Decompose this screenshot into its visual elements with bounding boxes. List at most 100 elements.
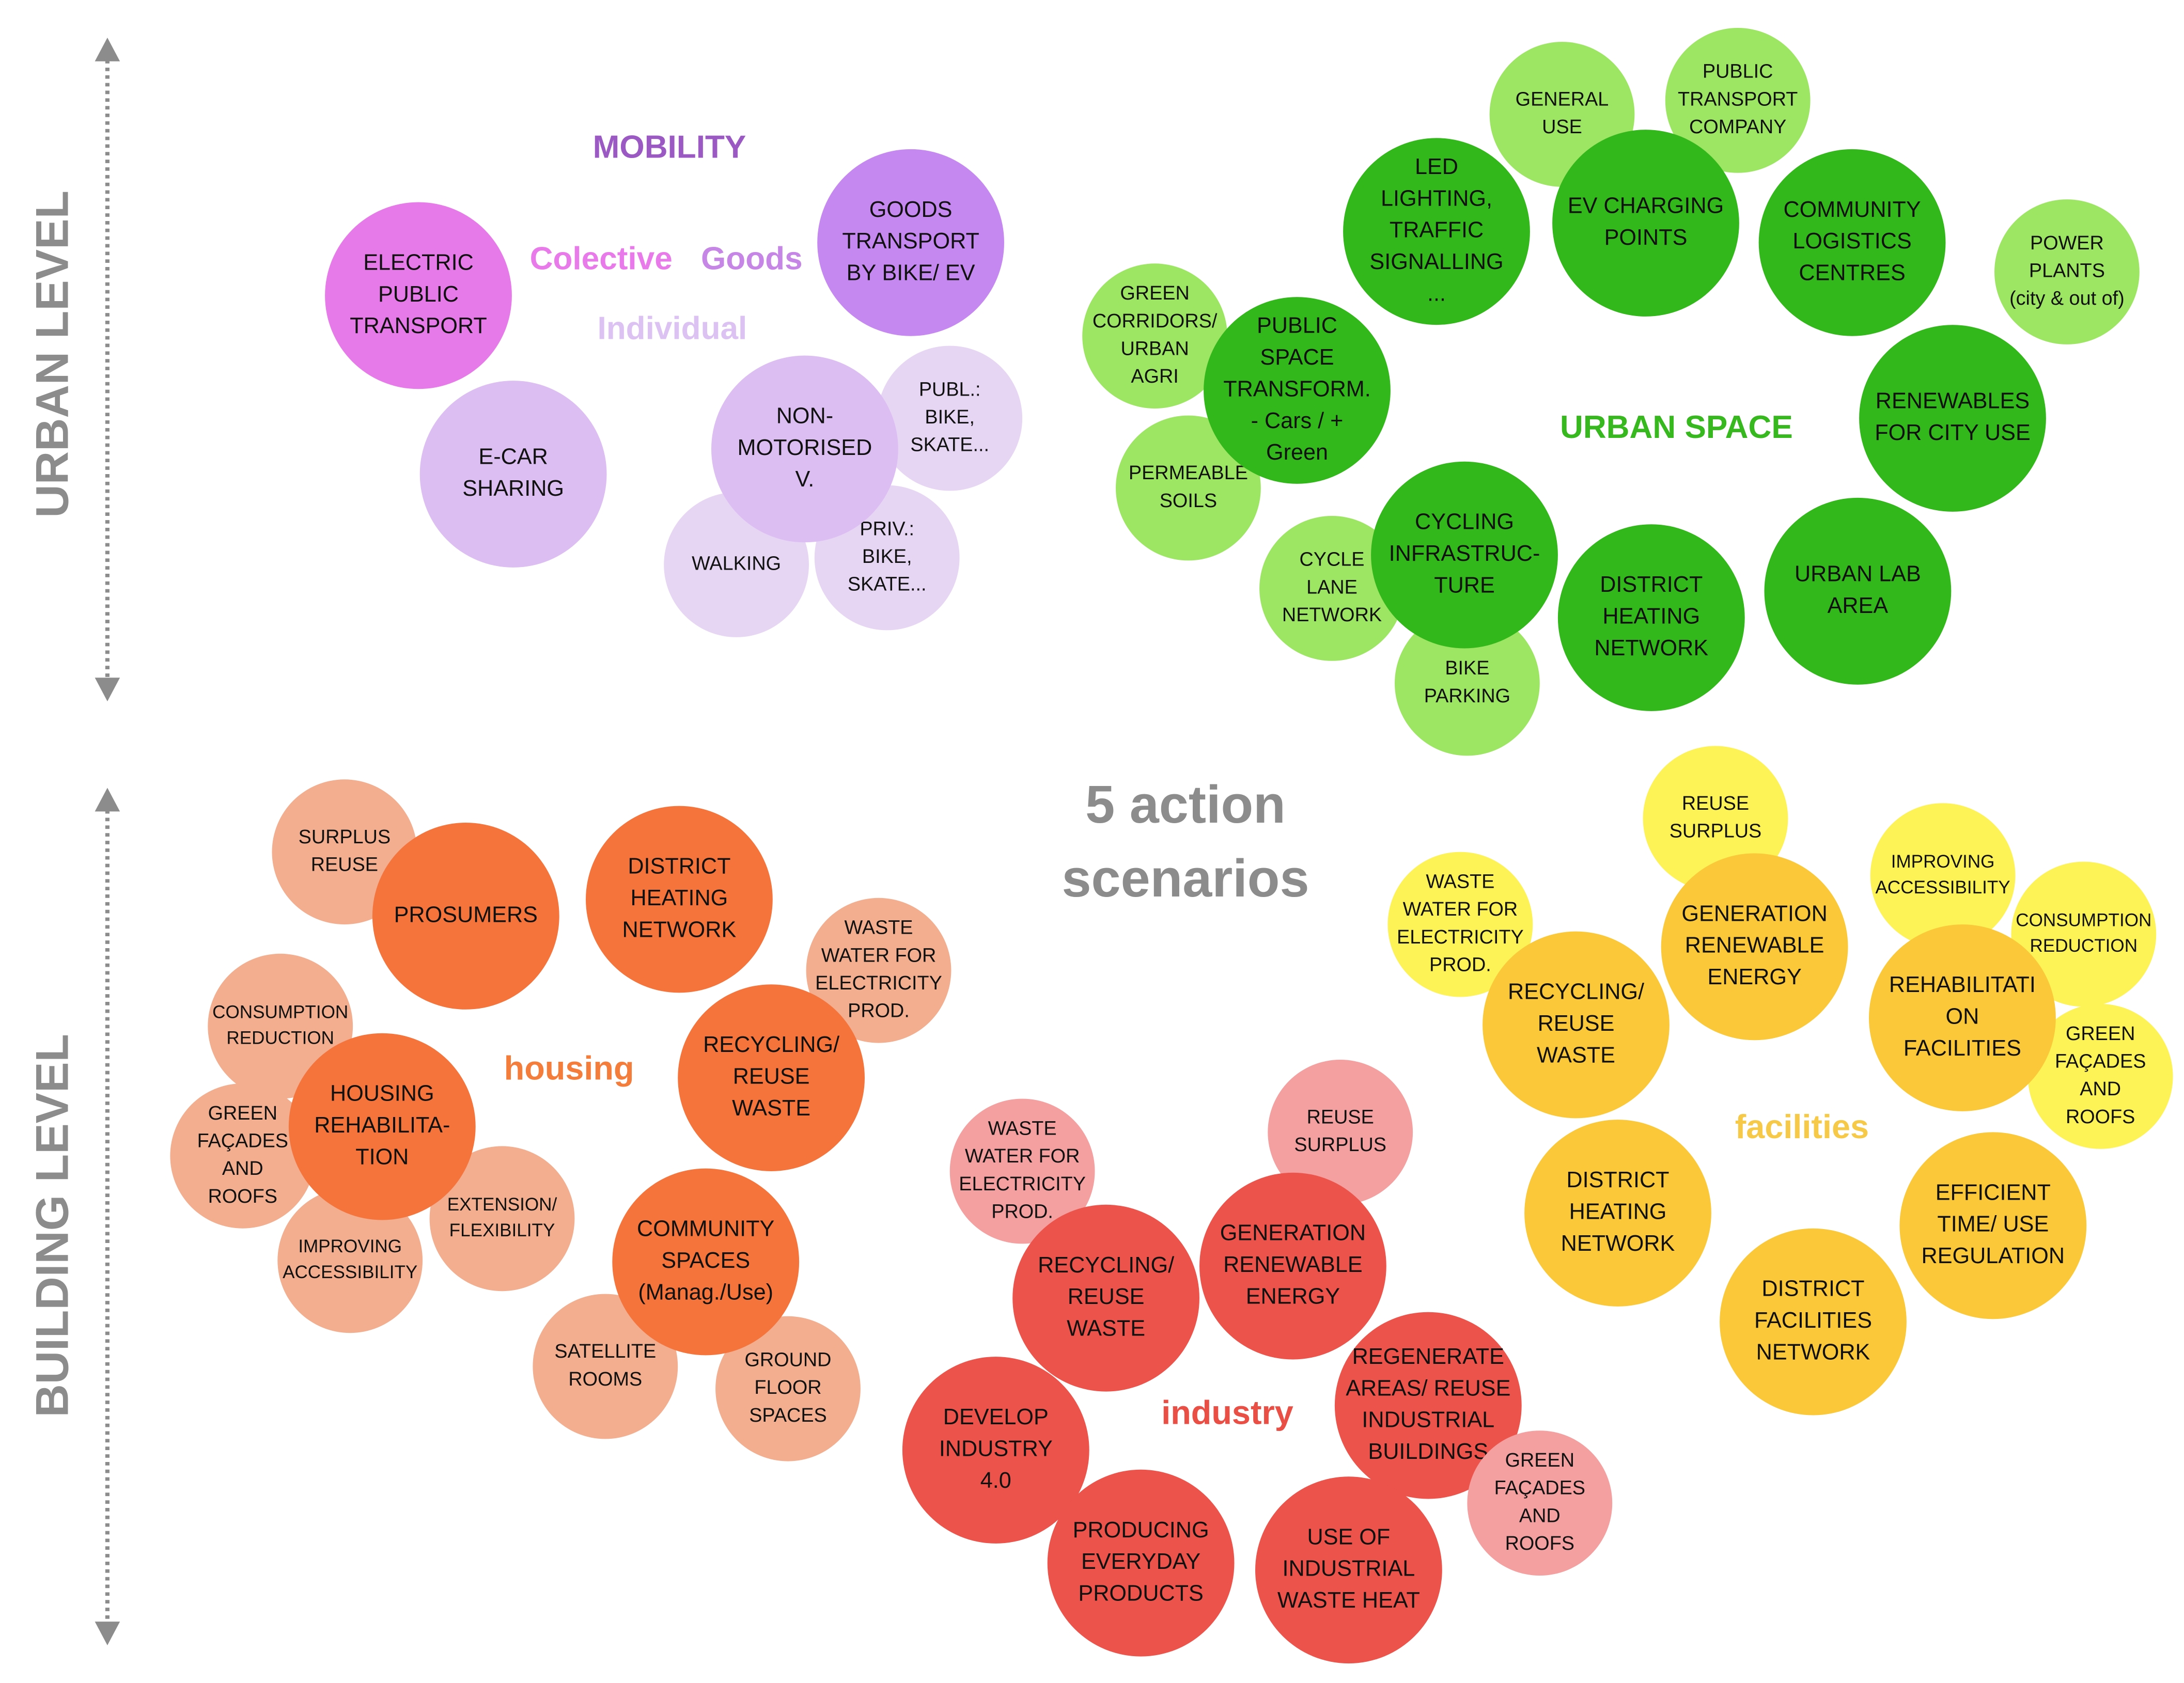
bubble-district-heating-h: DISTRICT HEATING NETWORK — [586, 806, 773, 993]
bubble-circle — [1204, 297, 1391, 484]
bubble-label-line: NON- — [776, 403, 833, 428]
bubble-circle — [1334, 1312, 1522, 1499]
bubble-label-line: GENERATION — [1220, 1221, 1366, 1246]
bubble-label-line: WATER FOR — [965, 1145, 1080, 1167]
bubble-label-line: REUSE — [733, 1064, 810, 1089]
bubble-circle — [586, 806, 773, 993]
bubble-circle — [817, 149, 1004, 336]
bubble-label-line: PROSUMERS — [394, 902, 538, 927]
bubble-circle — [372, 823, 559, 1010]
bubble-recycling-i: RECYCLING/REUSE WASTE — [1012, 1204, 1199, 1392]
bubble-label-line: FAÇADES — [1494, 1477, 1585, 1499]
bubble-label-line: REUSE — [311, 854, 378, 876]
bubble-label-line: WASTE — [1067, 1316, 1145, 1341]
bubble-label-line: IMPROVING — [1891, 852, 1995, 872]
bubble-label-line: URBAN — [1120, 338, 1189, 360]
bubble-label-line: ROOFS — [2066, 1106, 2135, 1128]
bubble-label-line: POWER — [2030, 232, 2104, 254]
bubble-circle — [1395, 610, 1540, 756]
bubble-label-line: LIGHTING, — [1381, 186, 1492, 211]
bubble-circle — [949, 1098, 1095, 1244]
urban-level-label: URBAN LEVEL — [26, 191, 78, 518]
group-title-individual: Individual — [598, 310, 747, 346]
bubble-label-line: RECYCLING/ — [703, 1032, 839, 1057]
bubble-circle — [429, 1146, 575, 1292]
bubble-label-line: REUSE — [1068, 1284, 1145, 1309]
bubble-label-line: USE — [1542, 116, 1582, 138]
bubble-consumption-reduction-f: CONSUMPTION REDUCTION — [2011, 861, 2157, 1007]
bubble-label-line: TRAFFIC — [1390, 218, 1484, 243]
building-level-label: BUILDING LEVEL — [26, 1034, 78, 1417]
bubble-circle — [1082, 263, 1228, 409]
bubble-label-line: WASTE — [1426, 871, 1494, 893]
bubble-label-line: FACILITIES — [1754, 1308, 1872, 1333]
bubble-label-line: EFFICIENT — [1936, 1180, 2051, 1205]
bubble-label-line: HEATING — [631, 886, 728, 910]
bubble-label-line: RECYCLING/ — [1038, 1253, 1174, 1278]
bubble-circle — [2027, 1003, 2173, 1149]
bubble-label-line: FLEXIBILITY — [449, 1220, 555, 1240]
bubble-circle — [1255, 1476, 1442, 1664]
bubble-label-line: REHABILITA- — [314, 1113, 450, 1138]
center-title-line: scenarios — [1062, 848, 1309, 908]
bubble-label-line: EV CHARGING — [1568, 194, 1724, 218]
bubble-circle — [1899, 1132, 2087, 1319]
bubble-circle — [1557, 524, 1745, 711]
bubble-label-line: GREEN — [208, 1103, 277, 1124]
bubble-label-line: INFRASTRUC- — [1389, 541, 1540, 566]
group-title-industry: industry — [1161, 1394, 1293, 1432]
bubble-label-line: PRODUCING — [1073, 1518, 1209, 1543]
bubble-label-line: TIME/ USE — [1937, 1212, 2049, 1237]
bubble-label-line: 4.0 — [980, 1468, 1011, 1493]
group-title-colective: Colective — [530, 241, 673, 276]
bubble-label-line: SOILS — [1160, 490, 1217, 512]
bubble-label-line: INDUSTRY — [939, 1436, 1053, 1461]
bubble-label-line: GOODS — [869, 197, 953, 222]
bubble-label-line: REUSE — [1538, 1011, 1615, 1036]
bubble-circle — [1268, 1060, 1413, 1205]
bubble-label-line: RENEWABLE — [1685, 933, 1824, 958]
bubble-circle — [877, 345, 1023, 491]
bubble-label-line: FACILITIES — [1904, 1036, 2021, 1061]
bubble-label-line: REHABILITATI — [1889, 972, 2036, 997]
bubble-label-line: CENTRES — [1799, 261, 1905, 286]
bubble-label-line: PUBLIC — [1257, 313, 1337, 338]
bubble-label-line: REDUCTION — [2030, 936, 2138, 956]
bubble-label-line: DISTRICT — [628, 854, 730, 879]
bubble-label-line: CYCLING — [1415, 510, 1514, 534]
bubble-label-line: LED — [1415, 154, 1458, 179]
bubble-label-line: ON — [1946, 1004, 1979, 1029]
bubble-label-line: CONSUMPTION — [2016, 910, 2151, 930]
bubble-label-line: SATELLITE — [554, 1341, 656, 1362]
bubble-label-line: ACCESSIBILITY — [283, 1262, 417, 1282]
bubble-label-line: GROUND — [745, 1349, 832, 1371]
bubble-circle — [1371, 461, 1558, 649]
bubble-label-line: - Cars / + — [1251, 408, 1344, 433]
bubble-circle — [1467, 1430, 1613, 1576]
bubble-label-line: PLANTS — [2029, 260, 2105, 281]
bubble-circle — [419, 381, 607, 568]
bubble-label-line: EVERYDAY — [1081, 1549, 1200, 1574]
bubble-label-line: ENERGY — [1707, 965, 1801, 989]
bubble-label-line: TION — [355, 1144, 409, 1169]
bubble-label-line: V. — [795, 467, 814, 492]
bubble-label-line: NETWORK — [622, 917, 737, 942]
center-title-line: 5 action — [1085, 775, 1286, 834]
bubble-label-line: SURPLUS — [1670, 821, 1762, 842]
bubble-circle — [1758, 149, 1946, 336]
